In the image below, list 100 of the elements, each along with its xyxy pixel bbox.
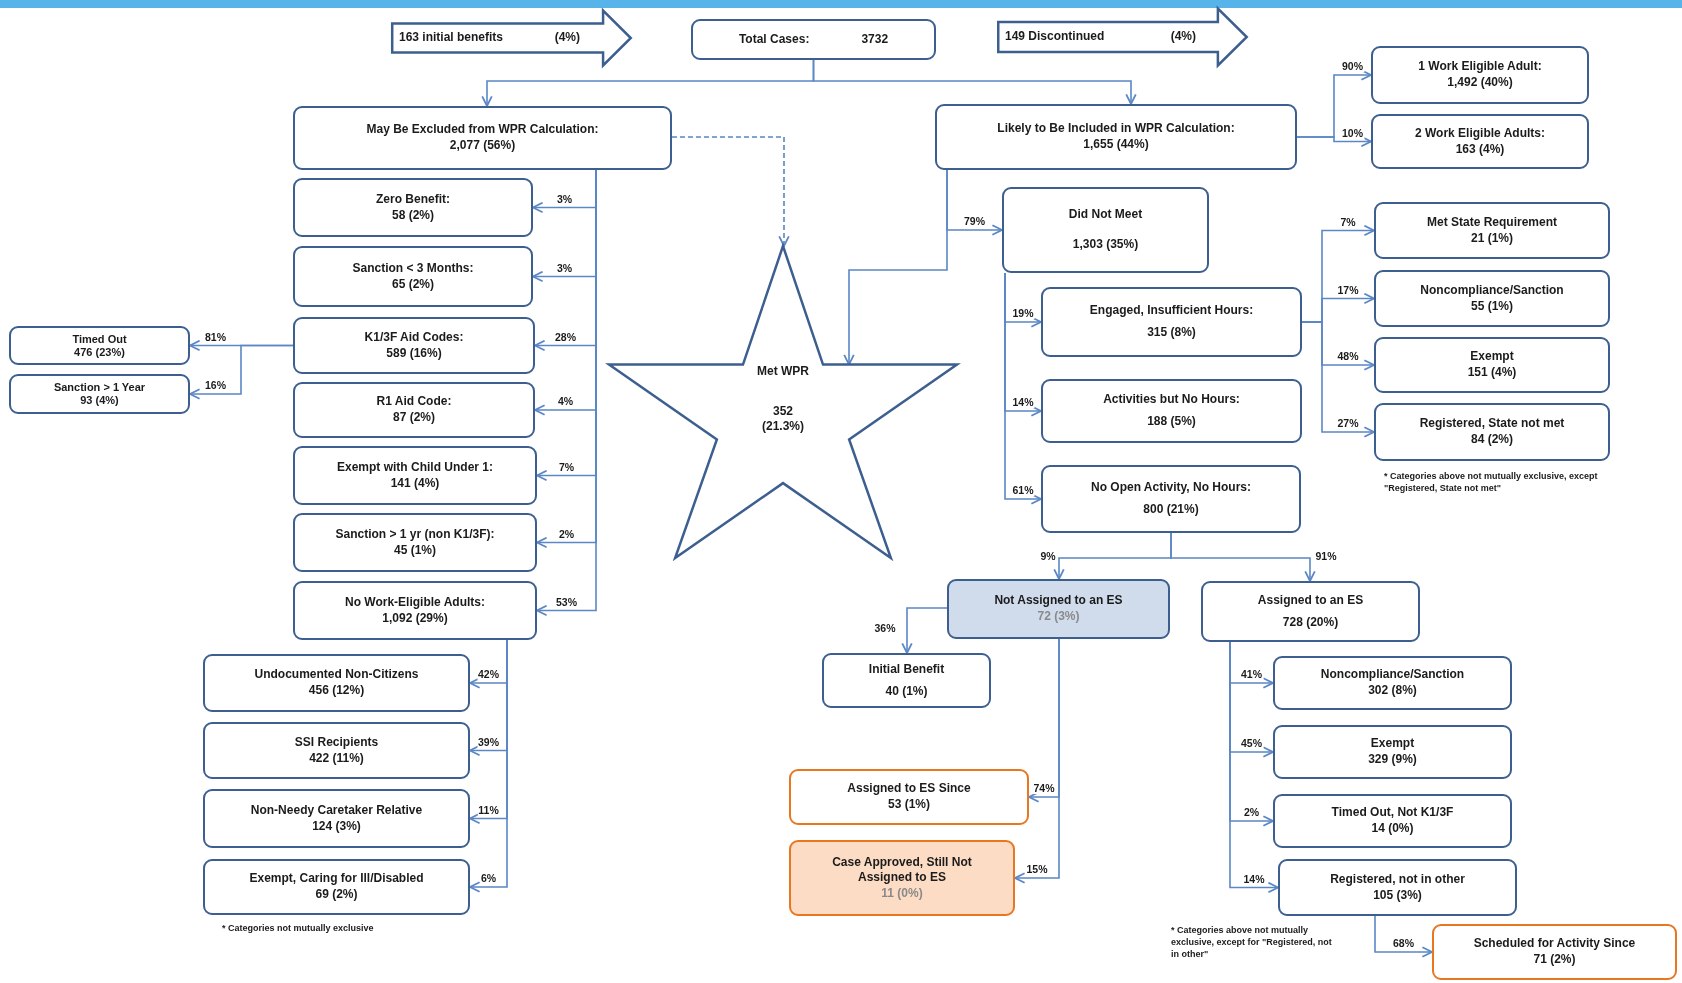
process-box [1432, 924, 1677, 980]
process-box [1374, 403, 1610, 461]
node-label: SSI Recipients [294, 734, 379, 751]
process-box [9, 326, 190, 365]
count-label: 2,077 (56%) [449, 138, 516, 154]
count-label: 1,303 (35%) [1072, 237, 1139, 253]
count-label: 456 (12%) [308, 683, 365, 699]
process-box [293, 106, 672, 170]
node-label: Noncompliance/Sanction [1320, 667, 1465, 683]
footnote: * Categories above not mutually exclusive, except "Registered, State not met" [1384, 470, 1599, 494]
node-label: R1 Aid Code: [376, 394, 452, 410]
process-box [789, 840, 1015, 916]
node-label: Assigned to an ES [1257, 592, 1364, 609]
process-box [203, 654, 470, 712]
node-label: Likely to Be Included in WPR Calculation: [997, 121, 1235, 137]
edge-label: 4% [556, 395, 575, 407]
connector-arrow [901, 607, 948, 654]
process-box [1371, 46, 1589, 104]
node-label: 1 Work Eligible Adult: [1418, 59, 1542, 75]
node-label: Noncompliance/Sanction [1420, 282, 1564, 299]
process-box [9, 374, 190, 414]
node-label: Scheduled for Activity Since [1473, 936, 1636, 952]
count-label: 11 (0%) [881, 885, 923, 902]
connector-arrow [1014, 638, 1060, 884]
count-label: 45 (1%) [394, 542, 436, 559]
edge-label: 28% [554, 330, 577, 343]
process-box [203, 859, 470, 915]
edge-label: 3% [555, 261, 574, 274]
connector-arrow [812, 59, 1137, 105]
process-box [1374, 270, 1610, 327]
process-box [1273, 725, 1512, 779]
node-label: Not Assigned to an ES [994, 593, 1123, 609]
edge-label: 79% [963, 215, 986, 227]
process-box [691, 19, 936, 60]
connector-arrow [1296, 135, 1372, 148]
node-label: Non-Needy Caretaker Relative [250, 802, 423, 819]
edge-label: 7% [557, 460, 576, 473]
process-box [293, 382, 535, 438]
node-label: Total Cases: [738, 31, 810, 48]
process-box [1374, 337, 1610, 393]
edge-label: 14% [1011, 396, 1035, 408]
process-box [293, 246, 533, 307]
edge-label: 74% [1032, 782, 1056, 794]
count-label: 124 (3%) [312, 818, 361, 835]
process-box [1371, 114, 1589, 169]
process-box [1041, 465, 1301, 533]
node-label: Exempt with Child Under 1: [337, 459, 493, 476]
process-box [293, 446, 537, 505]
process-box [293, 513, 537, 572]
process-box [1041, 379, 1302, 443]
node-label: Met State Requirement [1427, 214, 1557, 231]
process-box [789, 769, 1029, 825]
node-label: Activities but No Hours: [1103, 392, 1240, 408]
edge-label: 17% [1336, 283, 1360, 296]
count-label: 69 (2%) [315, 887, 358, 903]
count-label: 141 (4%) [390, 475, 440, 492]
edge-label: 27% [1336, 417, 1360, 429]
process-box [935, 104, 1297, 170]
node-label: No Open Activity, No Hours: [1091, 480, 1251, 496]
process-box [293, 581, 537, 640]
count-label: 1,655 (44%) [1083, 137, 1149, 153]
node-label: Exempt [1470, 349, 1514, 365]
count-label: 589 (16%) [386, 345, 442, 362]
count-label: (4%) [554, 30, 580, 46]
process-box [1278, 859, 1517, 916]
connector-arrow [1004, 272, 1042, 505]
edge-label: 68% [1392, 937, 1415, 949]
edge-label: 48% [1336, 350, 1360, 362]
process-box [947, 579, 1170, 639]
count-label: 105 (3%) [1373, 887, 1422, 904]
count-label: 53 (1%) [888, 797, 930, 813]
edge-label: 45% [1240, 737, 1263, 749]
edge-label: 41% [1240, 668, 1263, 680]
node-label: Registered, not in other [1330, 871, 1465, 888]
process-box [822, 653, 991, 708]
edge-label: 81% [204, 330, 227, 343]
edge-label: 7% [1339, 215, 1357, 228]
count-label: 58 (2%) [392, 207, 434, 224]
count-label: 329 (9%) [1368, 752, 1417, 768]
count-label: 800 (21%) [1143, 502, 1199, 518]
count-label: 65 (2%) [392, 276, 434, 293]
edge-label: 19% [1011, 307, 1035, 319]
node-label: Engaged, Insufficient Hours: [1089, 303, 1254, 319]
node-label: Timed Out [72, 332, 127, 346]
count-label: 84 (2%) [1471, 432, 1513, 448]
node-label: Zero Benefit: [376, 191, 450, 208]
process-box [1041, 287, 1302, 357]
count-label: 151 (4%) [1467, 365, 1517, 381]
node-label: No Work-Eligible Adults: [345, 594, 485, 611]
node-label: Undocumented Non-Citizens [254, 667, 419, 683]
footnote: * Categories above not mutually exclusive, except for "Registered, not in other" [1171, 924, 1333, 960]
connector-arrow [671, 136, 790, 247]
count-label: 93 (4%) [80, 394, 119, 407]
count-label: (4%) [1170, 29, 1196, 45]
count-label: 72 (3%) [1037, 609, 1080, 625]
process-box [1201, 581, 1420, 642]
process-box [293, 178, 533, 237]
edge-label: 10% [1341, 126, 1364, 139]
node-label: Sanction < 3 Months: [352, 260, 474, 277]
process-box [1273, 794, 1512, 848]
